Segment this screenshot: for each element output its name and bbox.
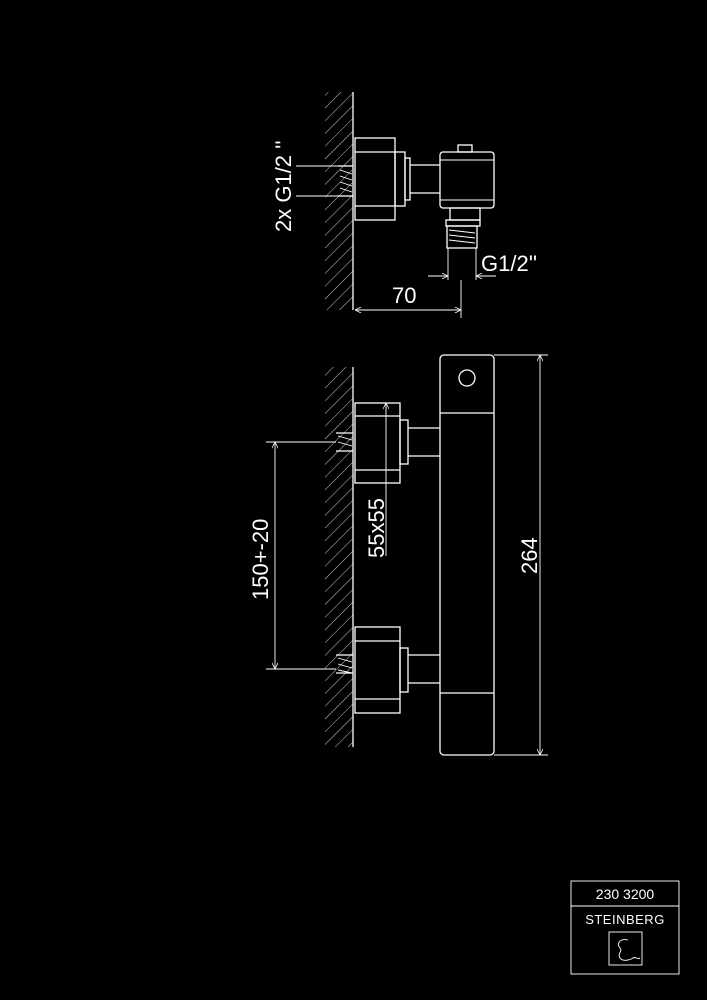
- inlet-thread-dimension: 2x G1/2 '': [271, 140, 338, 232]
- escutcheon-dimension: 55x55: [364, 403, 389, 558]
- article-number: 230 3200: [596, 886, 655, 902]
- outlet-thread-top: [446, 225, 478, 249]
- height-dimension: 264: [494, 354, 548, 756]
- depth-dimension-label: 70: [392, 283, 416, 308]
- steinberg-logo-icon: [608, 931, 643, 966]
- cartridge-screw-icon: [458, 369, 476, 387]
- mixer-body-top: [439, 144, 495, 227]
- title-block: 230 3200 STEINBERG: [570, 880, 680, 975]
- inlet-thread-top: [338, 165, 353, 197]
- escutcheon-label: 55x55: [364, 498, 389, 558]
- upper-inlet-fitting: [336, 402, 440, 484]
- inlet-spacing-dimension: 150+-20: [248, 441, 336, 670]
- top-view: 2x G1/2 '' G1/2'' 70: [271, 92, 537, 318]
- depth-dimension: 70: [355, 280, 462, 318]
- lower-inlet-fitting: [336, 626, 440, 714]
- height-label: 264: [517, 537, 542, 574]
- outlet-thread-label: G1/2'': [481, 251, 537, 276]
- inlet-spacing-label: 150+-20: [248, 519, 273, 600]
- brand-name: STEINBERG: [585, 912, 665, 927]
- front-view: 150+-20 55x55 264: [248, 354, 548, 756]
- wall-section-front: [325, 367, 354, 747]
- mixer-body-front: [439, 354, 495, 756]
- wall-section-top: [325, 92, 354, 310]
- outlet-thread-dimension: G1/2'': [428, 248, 537, 280]
- inlet-thread-label: 2x G1/2 '': [271, 140, 296, 232]
- eccentric-fitting-top: [354, 137, 440, 221]
